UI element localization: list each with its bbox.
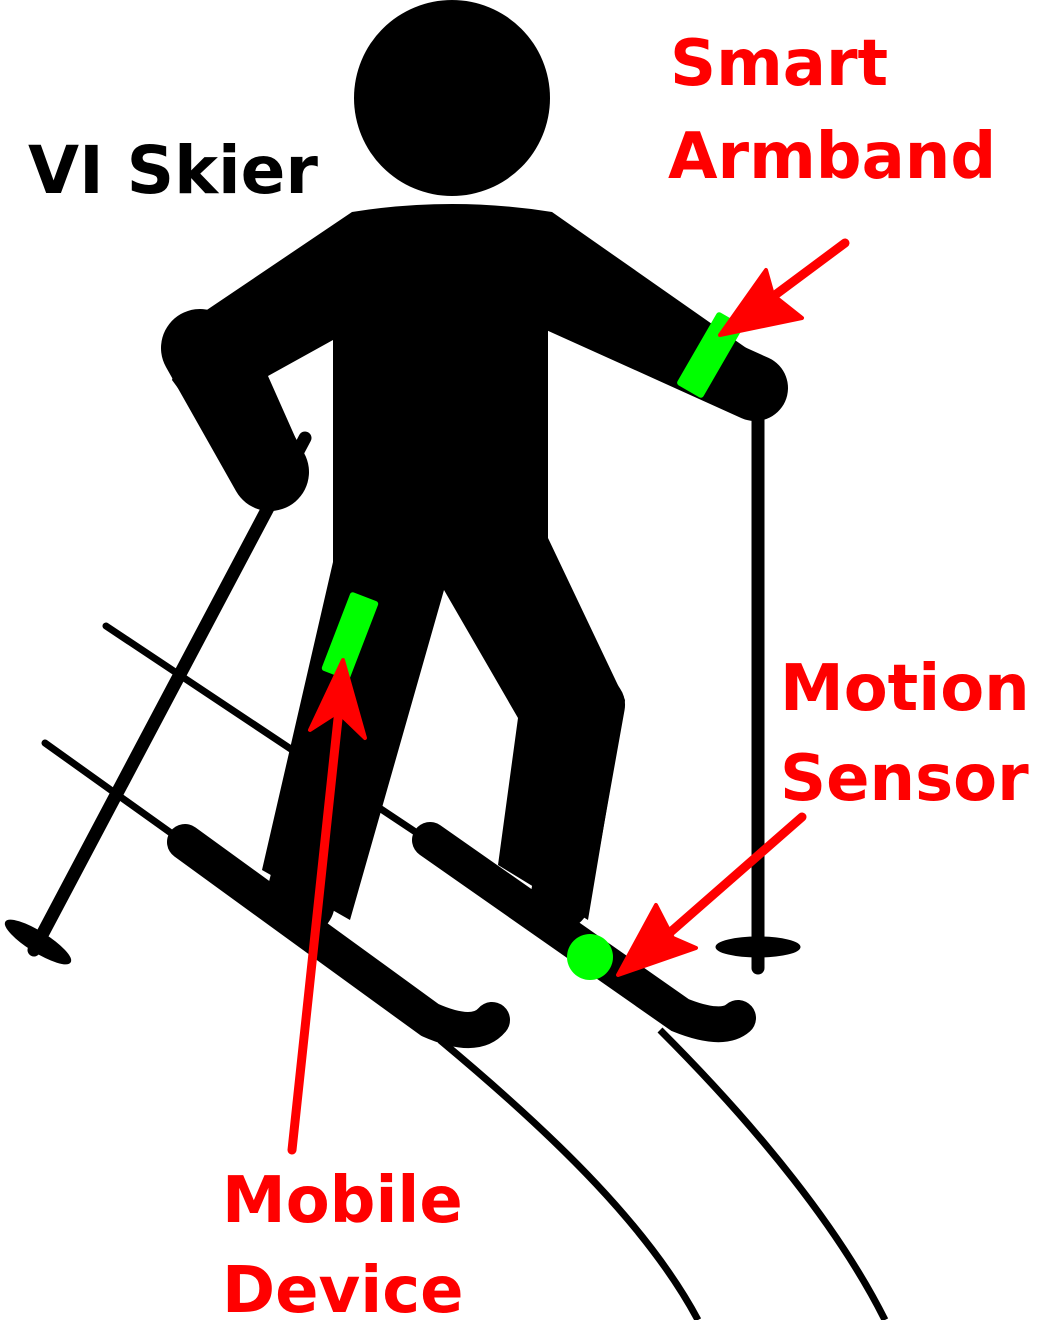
- ski-tracks: [437, 1027, 889, 1320]
- motion-sensor-dot: [567, 934, 613, 980]
- ski-poles: [4, 398, 801, 975]
- skier-left-arm: [161, 309, 309, 511]
- right-ski: [412, 822, 756, 1043]
- left-pole-basket: [4, 919, 72, 965]
- mobile-arrow-head: [308, 658, 367, 740]
- sensor-devices: [321, 312, 743, 980]
- motion-arrow: [645, 812, 807, 955]
- diagram-title: VI Skier: [28, 132, 318, 209]
- armband-label-line2: Armband: [668, 120, 996, 194]
- arrow-heads: [308, 268, 804, 977]
- skier-head: [354, 0, 550, 196]
- motion-arrow-head: [616, 903, 698, 977]
- armband-label-line1: Smart: [670, 27, 888, 101]
- skier-right-arm: [527, 267, 788, 421]
- ski-track-left: [437, 1037, 702, 1320]
- mobile-label-line2: Device: [222, 1254, 464, 1320]
- left-ski: [167, 824, 510, 1048]
- mobile-arrow: [287, 695, 345, 1155]
- right-pole-basket: [715, 936, 801, 958]
- ski-track-right: [657, 1027, 889, 1320]
- motion-label-line2: Sensor: [780, 742, 1029, 816]
- mobile-label-line1: Mobile: [222, 1164, 463, 1238]
- motion-label-line1: Motion: [780, 652, 1030, 726]
- mobile-device-phone: [321, 592, 379, 680]
- skier-right-leg: [495, 570, 625, 930]
- left-pole-shaft: [27, 431, 312, 957]
- armband-arrow-head: [718, 268, 804, 337]
- left-ski-tail: [41, 739, 182, 842]
